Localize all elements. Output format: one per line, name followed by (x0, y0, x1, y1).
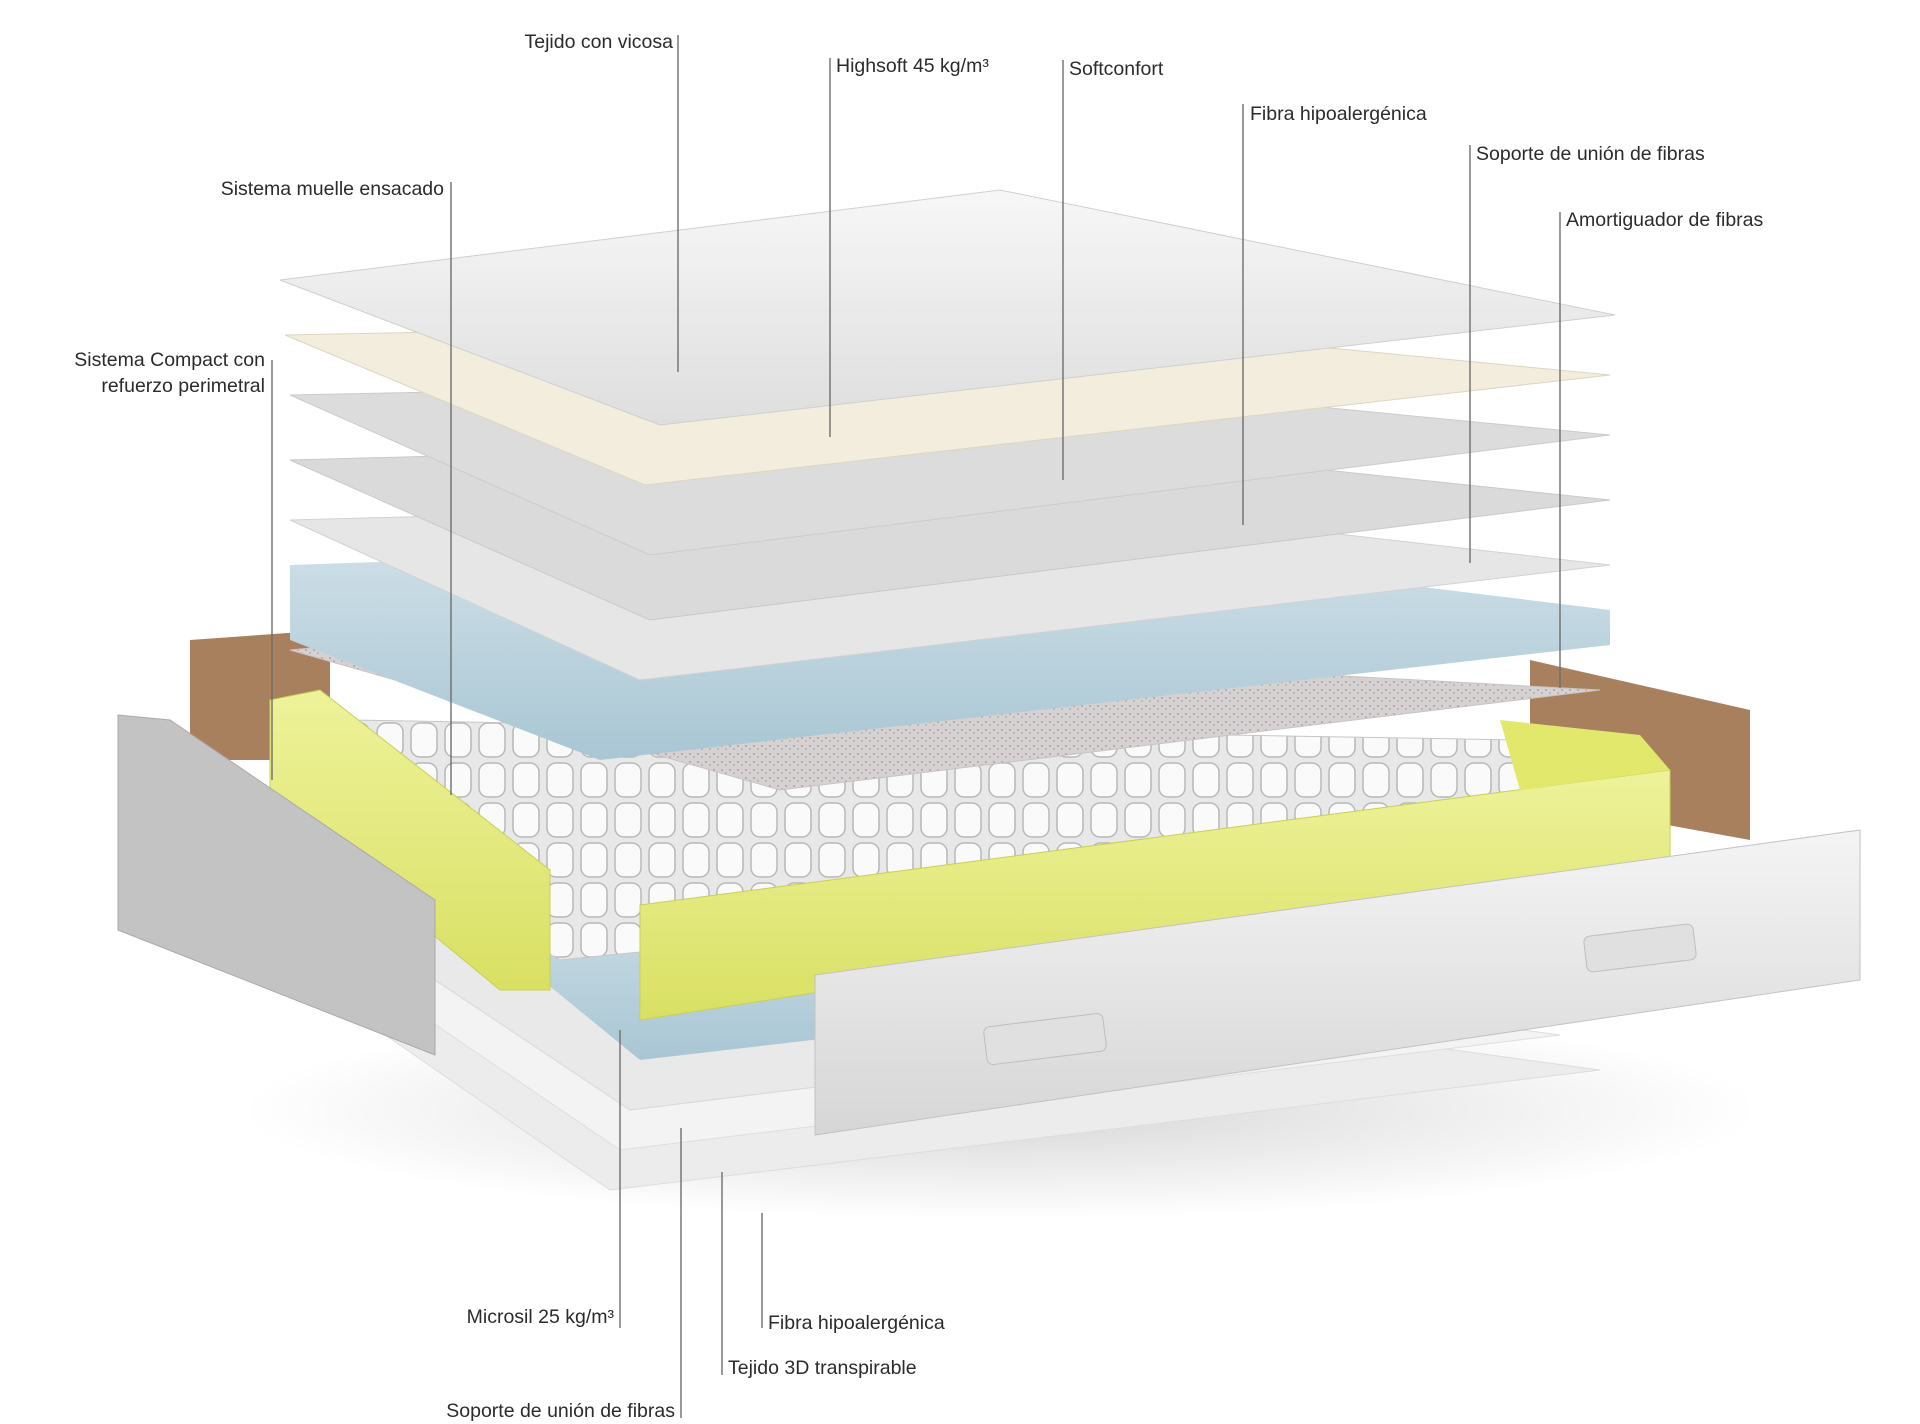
front-handle-right (1583, 923, 1697, 973)
label-softconfort: Softconfort (1069, 58, 1164, 80)
label-tejido-3d: Tejido 3D transpirable (728, 1357, 917, 1379)
leader-lines (271, 35, 1561, 1418)
layer-tejido-vicosa (279, 189, 1616, 426)
label-muelle: Sistema muelle ensacado (221, 178, 444, 200)
side-panel-left (117, 714, 436, 1056)
label-tejido-vicosa: Tejido con vicosa (525, 31, 674, 53)
label-soporte-bottom: Soporte de unión de fibras (446, 1400, 675, 1422)
yellow-frame-back-right (1500, 720, 1670, 790)
label-fibra-bottom: Fibra hipoalergénica (768, 1312, 945, 1334)
label-compact-line2: refuerzo perimetral (101, 375, 265, 397)
side-panel-front (814, 829, 1861, 1136)
label-microsil: Microsil 25 kg/m³ (467, 1306, 615, 1328)
label-highsoft: Highsoft 45 kg/m³ (836, 55, 989, 77)
label-fibra-top: Fibra hipoalergénica (1250, 103, 1427, 125)
label-compact-line1: Sistema Compact con (74, 349, 265, 371)
label-soporte-top: Soporte de unión de fibras (1476, 143, 1705, 165)
front-handle-left (983, 1013, 1107, 1065)
label-amortiguador: Amortiguador de fibras (1566, 209, 1764, 231)
